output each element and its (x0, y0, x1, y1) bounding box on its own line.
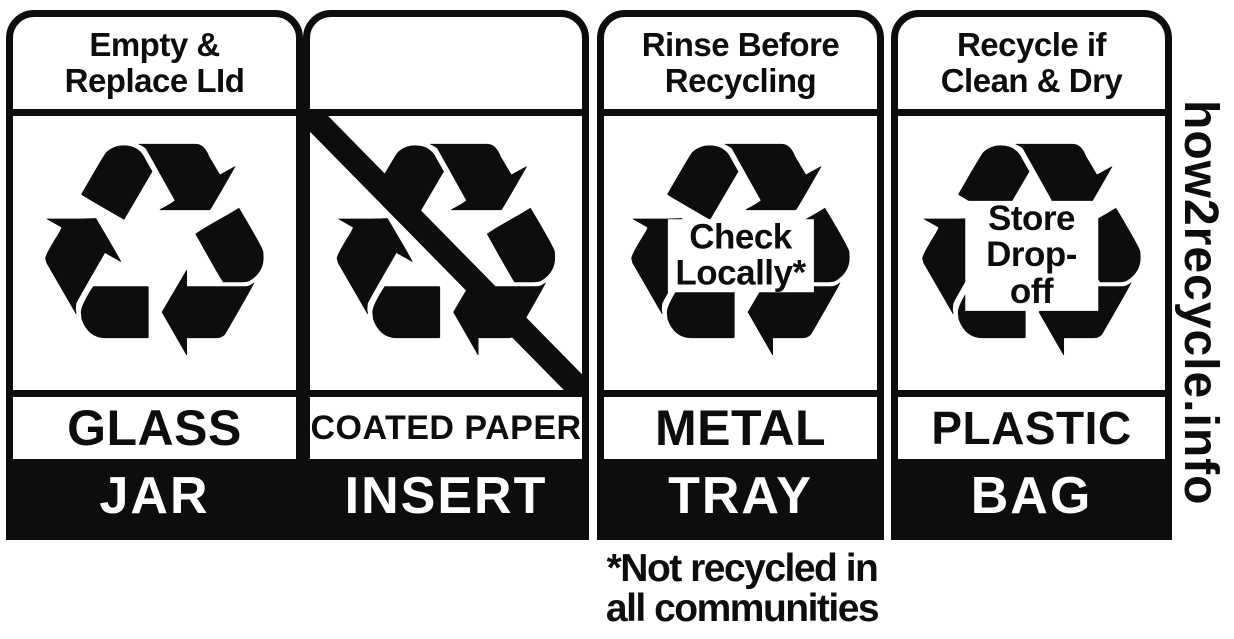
panel-coated-paper-insert: ♻ COATED PAPER INSERT (303, 10, 589, 540)
panel-plastic-bag: Recycle if Clean & Dry ♻ Store Drop-off … (891, 10, 1172, 540)
format-label: TRAY (604, 459, 877, 533)
symbol-center-label: Store Drop-off (964, 200, 1099, 311)
symbol-area: ♻ Check Locally* (604, 116, 877, 397)
header-label: Recycle if Clean & Dry (940, 26, 1123, 99)
material-label: METAL (604, 397, 877, 459)
header-label: Rinse Before Recycling (641, 26, 840, 99)
format-label: INSERT (310, 459, 582, 533)
material-label: GLASS (13, 397, 296, 459)
format-label: BAG (898, 459, 1165, 533)
format-label: JAR (13, 459, 296, 533)
panel-header: Rinse Before Recycling (604, 17, 877, 116)
material-label: PLASTIC (898, 397, 1165, 459)
symbol-center-label: Check Locally* (667, 218, 814, 293)
symbol-area: ♻ (13, 116, 296, 397)
panel-header: Empty & Replace LId (13, 17, 296, 116)
panel-header (310, 17, 582, 116)
header-label: Empty & Replace LId (64, 26, 245, 99)
symbol-area: ♻ Store Drop-off (898, 116, 1165, 397)
symbol-area: ♻ (310, 116, 582, 397)
website-vertical-text: how2recycle.info (1174, 100, 1227, 506)
footnote: *Not recycled in all communities (605, 547, 880, 631)
panel-glass-jar: Empty & Replace LId ♻ GLASS JAR (6, 10, 303, 540)
panel-metal-tray: Rinse Before Recycling ♻ Check Locally* … (597, 10, 884, 540)
panel-header: Recycle if Clean & Dry (898, 17, 1165, 116)
material-label: COATED PAPER (310, 397, 582, 459)
recycling-symbol-icon: ♻ (20, 116, 289, 397)
